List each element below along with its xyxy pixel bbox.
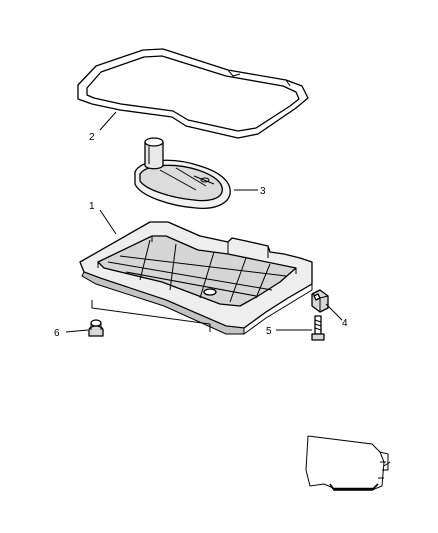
callout-1: 1 [89, 201, 95, 212]
clip-part [311, 289, 329, 313]
locator-inset [305, 435, 391, 491]
drain-plug-part [88, 319, 104, 337]
bolt-part [311, 315, 325, 341]
bracket-line [91, 300, 211, 332]
callout-3: 3 [260, 186, 266, 197]
callout-5: 5 [266, 326, 272, 337]
callout-2: 2 [89, 132, 95, 143]
filter-part [134, 137, 231, 210]
callout-6: 6 [54, 328, 60, 339]
oil-pan-part [79, 221, 313, 335]
gasket-part [77, 48, 309, 139]
callout-4: 4 [342, 318, 348, 329]
leader-lines [65, 111, 343, 333]
